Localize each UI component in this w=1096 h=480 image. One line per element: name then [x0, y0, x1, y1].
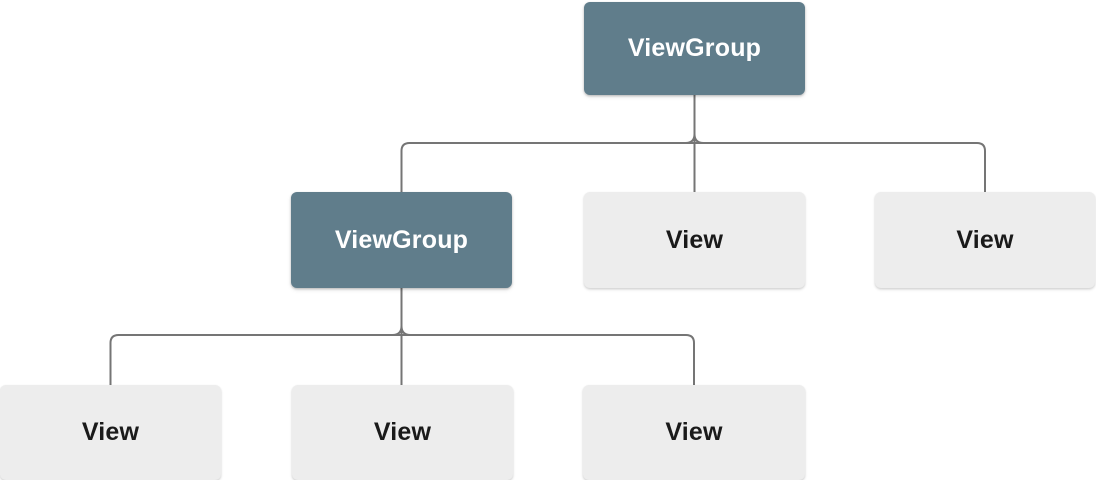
edge-root-rail: [400, 142, 986, 192]
node-label: View: [665, 418, 723, 446]
node-viewgroup-root: ViewGroup: [584, 2, 805, 95]
node-view-level3-right: View: [583, 385, 805, 480]
edge-l2-fillet-left: [392, 325, 403, 336]
edge-root-fillet-right: [693, 133, 704, 144]
node-view-level3-left: View: [0, 385, 221, 480]
node-view-level3-middle: View: [292, 385, 513, 480]
node-label: View: [373, 418, 432, 446]
node-label: ViewGroup: [627, 34, 762, 62]
edge-l2-fillet-right: [400, 325, 411, 336]
node-label: View: [956, 225, 1014, 254]
node-view-level2-middle: View: [584, 192, 805, 288]
node-label: View: [81, 418, 140, 446]
node-label: ViewGroup: [334, 225, 469, 254]
node-label: View: [665, 225, 724, 254]
node-view-level2-right: View: [875, 192, 1095, 288]
edge-root-fillet-left: [685, 133, 696, 144]
node-viewgroup-level2: ViewGroup: [291, 192, 512, 288]
edge-l2-rail: [109, 334, 695, 385]
